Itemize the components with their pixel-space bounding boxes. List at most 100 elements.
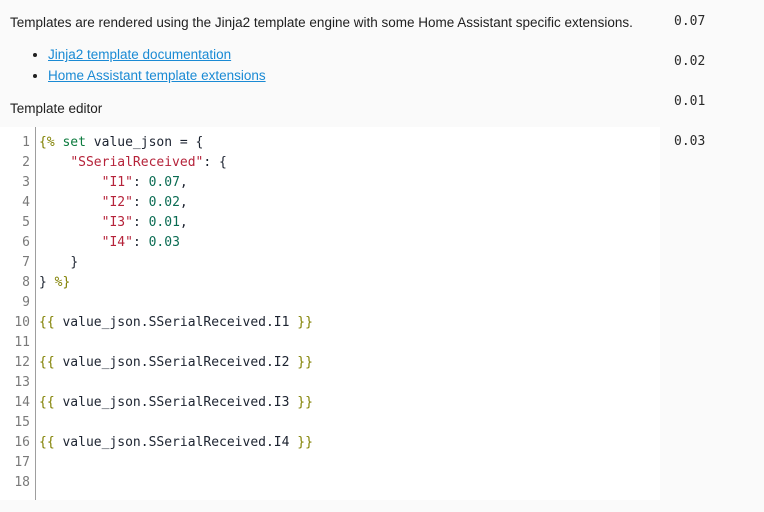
code-token: value_json.SSerialReceived.I1 — [54, 315, 298, 330]
code-token: value_json.SSerialReceived.I3 — [54, 395, 298, 410]
code-line[interactable] — [35, 413, 660, 433]
code-line[interactable]: "I1": 0.07, — [35, 173, 660, 193]
result-value-2: 0.01 — [674, 94, 706, 109]
code-line[interactable]: "I3": 0.01, — [35, 213, 660, 233]
code-line[interactable]: {% set value_json = { — [35, 133, 660, 153]
line-number: 10 — [14, 315, 30, 330]
code-row[interactable]: 13 — [0, 373, 660, 393]
code-row[interactable]: 8} %} — [0, 273, 660, 293]
code-token: {{ — [39, 395, 55, 410]
code-line[interactable]: } — [35, 253, 660, 273]
code-token: : — [132, 235, 149, 250]
code-line[interactable]: "I2": 0.02, — [35, 193, 660, 213]
line-number: 4 — [22, 195, 30, 210]
code-row[interactable]: 11 — [0, 333, 660, 353]
code-row[interactable]: 17 — [0, 453, 660, 473]
code-token: : — [132, 195, 149, 210]
code-row[interactable]: 6 "I4": 0.03 — [0, 233, 660, 253]
code-token: value_json — [85, 135, 180, 150]
code-token: {{ — [39, 315, 55, 330]
code-editor[interactable]: 1{% set value_json = {2 "SSerialReceived… — [0, 127, 660, 500]
line-number: 18 — [14, 475, 30, 490]
line-number: 6 — [22, 235, 30, 250]
code-token: "I4" — [101, 235, 133, 250]
code-row[interactable]: 1 {% set value_json = { — [0, 133, 660, 153]
code-editor-content[interactable]: 1{% set value_json = {2 "SSerialReceived… — [0, 127, 660, 493]
code-token: {{ — [39, 435, 55, 450]
code-token: = — [179, 135, 188, 150]
code-line[interactable] — [35, 453, 660, 473]
code-token: 0.01 — [148, 215, 180, 230]
line-number: 14 — [14, 395, 30, 410]
code-row[interactable]: 18 — [0, 473, 660, 493]
code-token: }} — [297, 435, 313, 450]
line-number: 1 — [22, 135, 30, 150]
documentation-link-list: Jinja2 template documentation Home Assis… — [0, 44, 266, 86]
result-value-0: 0.07 — [674, 14, 706, 29]
list-item: Home Assistant template extensions — [48, 65, 266, 86]
code-row[interactable]: 14 {{ value_json.SSerialReceived.I3 }} — [0, 393, 660, 413]
code-token: "I2" — [101, 195, 133, 210]
code-token — [39, 255, 70, 270]
result-value-1: 0.02 — [674, 54, 706, 69]
line-number: 2 — [22, 155, 30, 170]
code-line[interactable] — [35, 333, 660, 353]
code-token: "SSerialReceived" — [70, 155, 204, 170]
code-token: {{ — [39, 355, 55, 370]
code-row[interactable]: 3 "I1": 0.07, — [0, 173, 660, 193]
code-token: }} — [297, 395, 313, 410]
code-row[interactable]: 7 } — [0, 253, 660, 273]
code-token: : — [132, 175, 149, 190]
code-line[interactable]: {{ value_json.SSerialReceived.I3 }} — [35, 393, 660, 413]
code-token: : — [203, 155, 220, 170]
code-token: }} — [297, 355, 313, 370]
code-token — [39, 195, 102, 210]
code-row[interactable]: 12 {{ value_json.SSerialReceived.I2 }} — [0, 353, 660, 373]
code-line[interactable]: {{ value_json.SSerialReceived.I1 }} — [35, 313, 660, 333]
code-row[interactable]: 9 — [0, 293, 660, 313]
code-line[interactable]: } %} — [35, 273, 660, 293]
code-row[interactable]: 5 "I3": 0.01, — [0, 213, 660, 233]
code-token: } — [70, 255, 79, 270]
code-line[interactable] — [35, 293, 660, 313]
code-line[interactable]: {{ value_json.SSerialReceived.I4 }} — [35, 433, 660, 453]
code-token — [188, 135, 196, 150]
code-row[interactable]: 16{{ value_json.SSerialReceived.I4 }} — [0, 433, 660, 453]
code-token: } — [39, 275, 47, 290]
link-jinja2-template-documentation[interactable]: Jinja2 template documentation — [48, 47, 232, 62]
code-row[interactable]: 2 "SSerialReceived": { — [0, 153, 660, 173]
code-line[interactable] — [35, 373, 660, 393]
line-number: 17 — [14, 455, 30, 470]
code-row[interactable]: 10 {{ value_json.SSerialReceived.I1 }} — [0, 313, 660, 333]
code-line[interactable] — [35, 473, 660, 493]
code-line[interactable]: {{ value_json.SSerialReceived.I2 }} — [35, 353, 660, 373]
line-number: 9 — [22, 295, 30, 310]
line-number: 5 — [22, 215, 30, 230]
code-token: value_json.SSerialReceived.I2 — [54, 355, 298, 370]
code-token: {% — [39, 135, 55, 150]
code-line[interactable]: "SSerialReceived": { — [35, 153, 660, 173]
code-token: , — [179, 175, 188, 190]
code-token: set — [62, 135, 86, 150]
template-editor-label: Template editor — [10, 101, 103, 116]
code-token: 0.03 — [148, 235, 180, 250]
code-token: { — [195, 135, 204, 150]
template-result-panel: 0.07 0.02 0.01 0.03 — [660, 0, 764, 512]
list-item: Jinja2 template documentation — [48, 44, 266, 65]
link-home-assistant-template-extensions[interactable]: Home Assistant template extensions — [48, 68, 266, 83]
code-token: 0.07 — [148, 175, 180, 190]
gutter-divider — [35, 127, 36, 500]
line-number: 12 — [14, 355, 30, 370]
line-number: 13 — [14, 375, 30, 390]
line-number: 7 — [22, 255, 30, 270]
code-row[interactable]: 15 — [0, 413, 660, 433]
code-token: }} — [297, 315, 313, 330]
editor-column: Templates are rendered using the Jinja2 … — [0, 0, 660, 512]
code-line[interactable]: "I4": 0.03 — [35, 233, 660, 253]
line-number: 11 — [14, 335, 30, 350]
code-token — [39, 215, 102, 230]
code-token: : — [132, 215, 149, 230]
line-number: 15 — [14, 415, 30, 430]
code-row[interactable]: 4 "I2": 0.02, — [0, 193, 660, 213]
